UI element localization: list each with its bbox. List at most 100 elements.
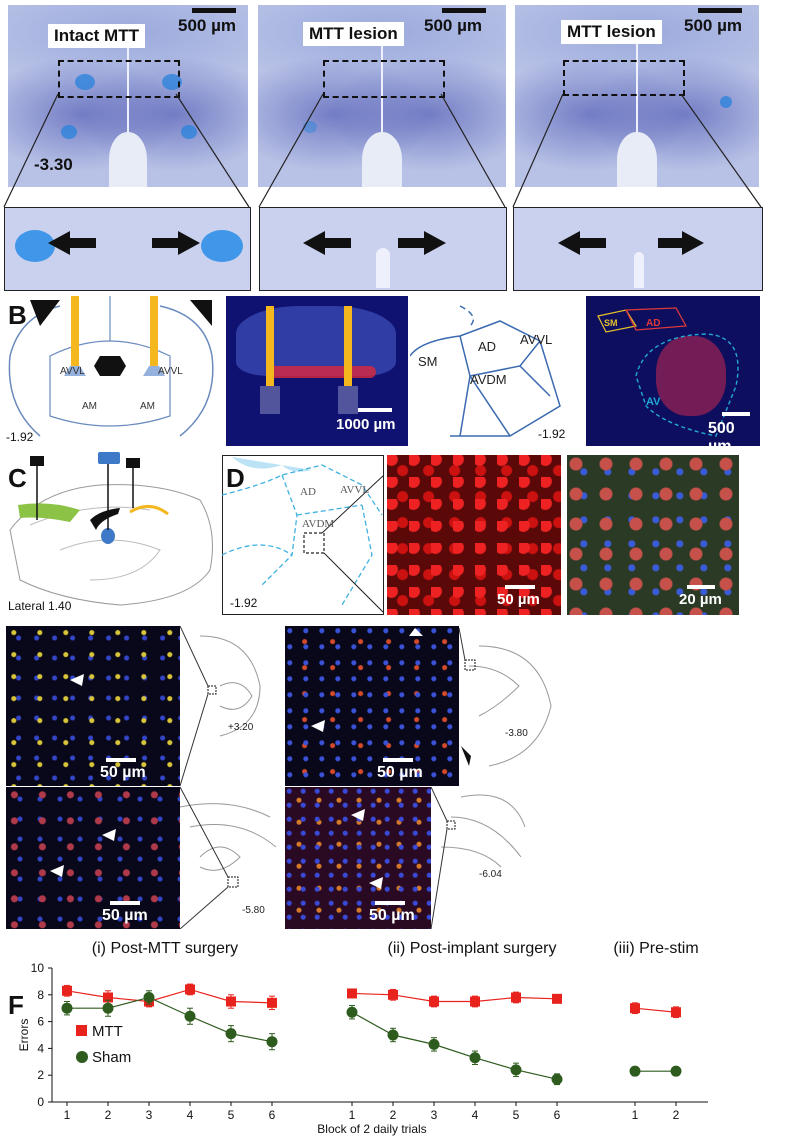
coord-e1: +3.20 [228,722,254,733]
legend-marker-mtt [76,1025,87,1036]
fluorescence-image-b: 1000 µm [226,296,408,446]
data-point-mtt [103,992,113,1003]
atlas-label-avvl: AVVL [520,332,552,347]
zoom-region-a1 [58,60,180,98]
phase-title: (ii) Post-implant surgery [388,940,557,957]
x-tick-label: 1 [64,1108,71,1122]
arrow-left-icon [48,231,606,255]
fluorescence-image-e4: 50 µm [285,787,431,929]
data-point-sham [346,1006,358,1018]
data-point-mtt [267,997,277,1008]
image-title-mtt-lesion-1: MTT lesion [303,22,404,46]
data-point-sham [629,1065,641,1077]
series-line-mtt [66,988,273,1004]
x-tick-label: 1 [349,1108,356,1122]
fluorescence-image-e3: 50 µm [6,787,180,929]
x-tick-label: 2 [105,1108,112,1122]
x-tick-label: 2 [390,1108,397,1122]
data-point-mtt [62,985,72,996]
image-title-intact-mtt: Intact MTT [48,24,145,48]
y-tick-label: 6 [37,1015,44,1029]
atlas-label-am-left: AM [82,401,97,412]
series-line-mtt [634,1007,677,1013]
coord-e3: -5.80 [242,905,265,916]
data-point-sham [551,1073,563,1085]
atlas-label-sm: SM [418,354,438,369]
atlas-coordinate-b-mid: -1.92 [538,427,566,441]
scale-label-e1: 50 µm [100,764,146,781]
data-point-sham [184,1010,196,1022]
atlas-diagram-b-thalamus: SM AD AVVL AVDM -1.92 [410,305,566,441]
data-point-mtt [630,1003,640,1014]
atlas-label-am-right: AM [140,401,155,412]
atlas-label-avdm: AVDM [470,372,507,387]
panel-label-b: B [8,300,27,330]
phase-title: (i) Post-MTT surgery [92,940,238,957]
zoom-region-a3 [563,60,685,96]
atlas-coordinate-b-left: -1.92 [6,430,34,444]
sagittal-atlas-c: Lateral 1.40 [8,452,213,613]
data-point-sham [510,1064,522,1076]
atlas-coordinate-d: -1.92 [230,596,258,610]
y-axis-label: Errors [17,1019,31,1052]
atlas-inset-e3: -5.80 [180,787,277,929]
scale-label-d-20: 20 µm [679,591,722,608]
atlas-label-ad: AD [478,339,496,354]
arrowhead-icon [50,865,64,877]
x-tick-label: 4 [187,1108,194,1122]
data-point-mtt [347,988,357,999]
scale-label-a2: 500 µm [424,16,482,35]
data-point-sham [387,1029,399,1041]
legend-marker-sham [76,1051,88,1063]
y-tick-label: 0 [37,1095,44,1109]
scale-bar-a1: 500 µm [178,8,236,36]
data-point-mtt [226,996,236,1007]
data-point-mtt [671,1007,681,1018]
image-title-mtt-lesion-2: MTT lesion [561,20,662,44]
x-tick-label: 5 [513,1108,520,1122]
data-point-mtt [511,992,521,1003]
fluorescence-image-b-av: SM AD AV 500 µm [586,296,760,446]
inset-label-ad: AD [646,318,661,329]
atlas-label-d-ad: AD [300,486,316,498]
fluorescence-image-d-merge: 20 µm [567,455,739,615]
atlas-diagram-b-coronal: AVVL AVVL AM AM -1.92 [6,296,214,444]
fluorescence-image-e2: 50 µm [285,626,459,786]
y-tick-label: 4 [37,1041,44,1055]
data-point-sham [225,1028,237,1040]
atlas-diagram-d: AD AVVL AVDM -1.92 [222,455,384,615]
data-point-sham [143,991,155,1003]
zoom-region-a2 [323,60,445,98]
coordinate-label-a: -3.30 [34,155,73,174]
scale-label-e2: 50 µm [377,764,423,781]
arrowhead-icon [102,829,116,841]
atlas-label-avvl-left: AVVL [60,366,85,377]
data-point-mtt [429,996,439,1007]
arrows-overlay [48,231,704,255]
x-tick-label: 3 [431,1108,438,1122]
scale-bar-a3: 500 µm [684,8,742,36]
series-line-mtt [351,992,558,1003]
zoom-image-intact [4,207,251,291]
scale-bar-a2: 500 µm [424,8,486,36]
x-tick-label: 6 [269,1108,276,1122]
phase-title: (iii) Pre-stim [613,940,698,957]
series-line-sham [351,1011,558,1080]
x-tick-label: 4 [472,1108,479,1122]
scale-label-e4: 50 µm [369,907,415,924]
fluorescence-image-e1: 50 µm [6,626,180,786]
data-point-sham [428,1038,440,1050]
x-tick-label: 6 [554,1108,561,1122]
data-point-sham [469,1052,481,1064]
coord-e4: -6.04 [479,869,502,880]
zoom-image-lesion-2 [513,207,763,291]
arrowhead-icon [369,877,383,889]
atlas-inset-e1: +3.20 [180,626,261,786]
scale-label-a3: 500 µm [684,16,742,35]
arrow-right-icon [152,231,704,255]
legend-label-mtt: MTT [92,1023,123,1040]
data-point-mtt [185,984,195,995]
y-tick-label: 2 [37,1068,44,1082]
inset-label-sm: SM [604,318,618,328]
